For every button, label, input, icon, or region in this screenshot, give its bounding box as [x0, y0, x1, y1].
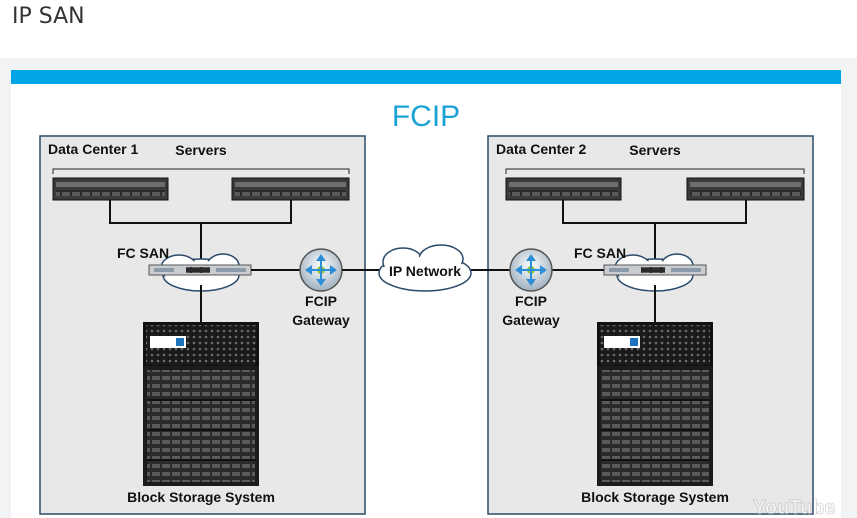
storage-label-right: Block Storage System [581, 489, 729, 505]
header-accent-bar [11, 70, 841, 84]
diagram-title: FCIP [392, 100, 460, 133]
gateway-label-right-1: FCIP [515, 293, 547, 309]
server-icon [231, 177, 350, 201]
fcip-diagram: FCIP Data Center 1 Servers [11, 70, 841, 518]
servers-bracket-right [505, 168, 805, 174]
server-icon [505, 177, 622, 201]
video-player[interactable]: FCIP Data Center 1 Servers [11, 70, 841, 518]
block-storage-icon-right [597, 322, 713, 486]
fc-san-label-right: FC SAN [574, 245, 626, 261]
gateway-label-left-1: FCIP [305, 293, 337, 309]
youtube-watermark[interactable]: YouTube [753, 497, 836, 518]
block-storage-icon-left [143, 322, 259, 486]
data-center-1-label: Data Center 1 [48, 141, 138, 157]
fc-switch-icon [603, 264, 707, 276]
fcip-gateway-icon-left [299, 248, 343, 292]
fcip-gateway-icon-right [509, 248, 553, 292]
servers-label-left: Servers [175, 142, 227, 158]
data-center-2-label: Data Center 2 [496, 141, 586, 157]
ip-network-label: IP Network [389, 263, 461, 279]
storage-label-left: Block Storage System [127, 489, 275, 505]
server-icon [686, 177, 805, 201]
page-title: IP SAN [12, 4, 85, 29]
gateway-label-right-2: Gateway [502, 312, 560, 328]
youtube-logo-text: YouTube [753, 497, 836, 518]
fc-san-label-left: FC SAN [117, 245, 169, 261]
fc-switch-icon [148, 264, 252, 276]
ip-network-cloud [378, 244, 472, 292]
servers-label-right: Servers [629, 142, 681, 158]
gateway-label-left-2: Gateway [292, 312, 350, 328]
server-icon [52, 177, 169, 201]
servers-bracket-left [52, 168, 350, 174]
